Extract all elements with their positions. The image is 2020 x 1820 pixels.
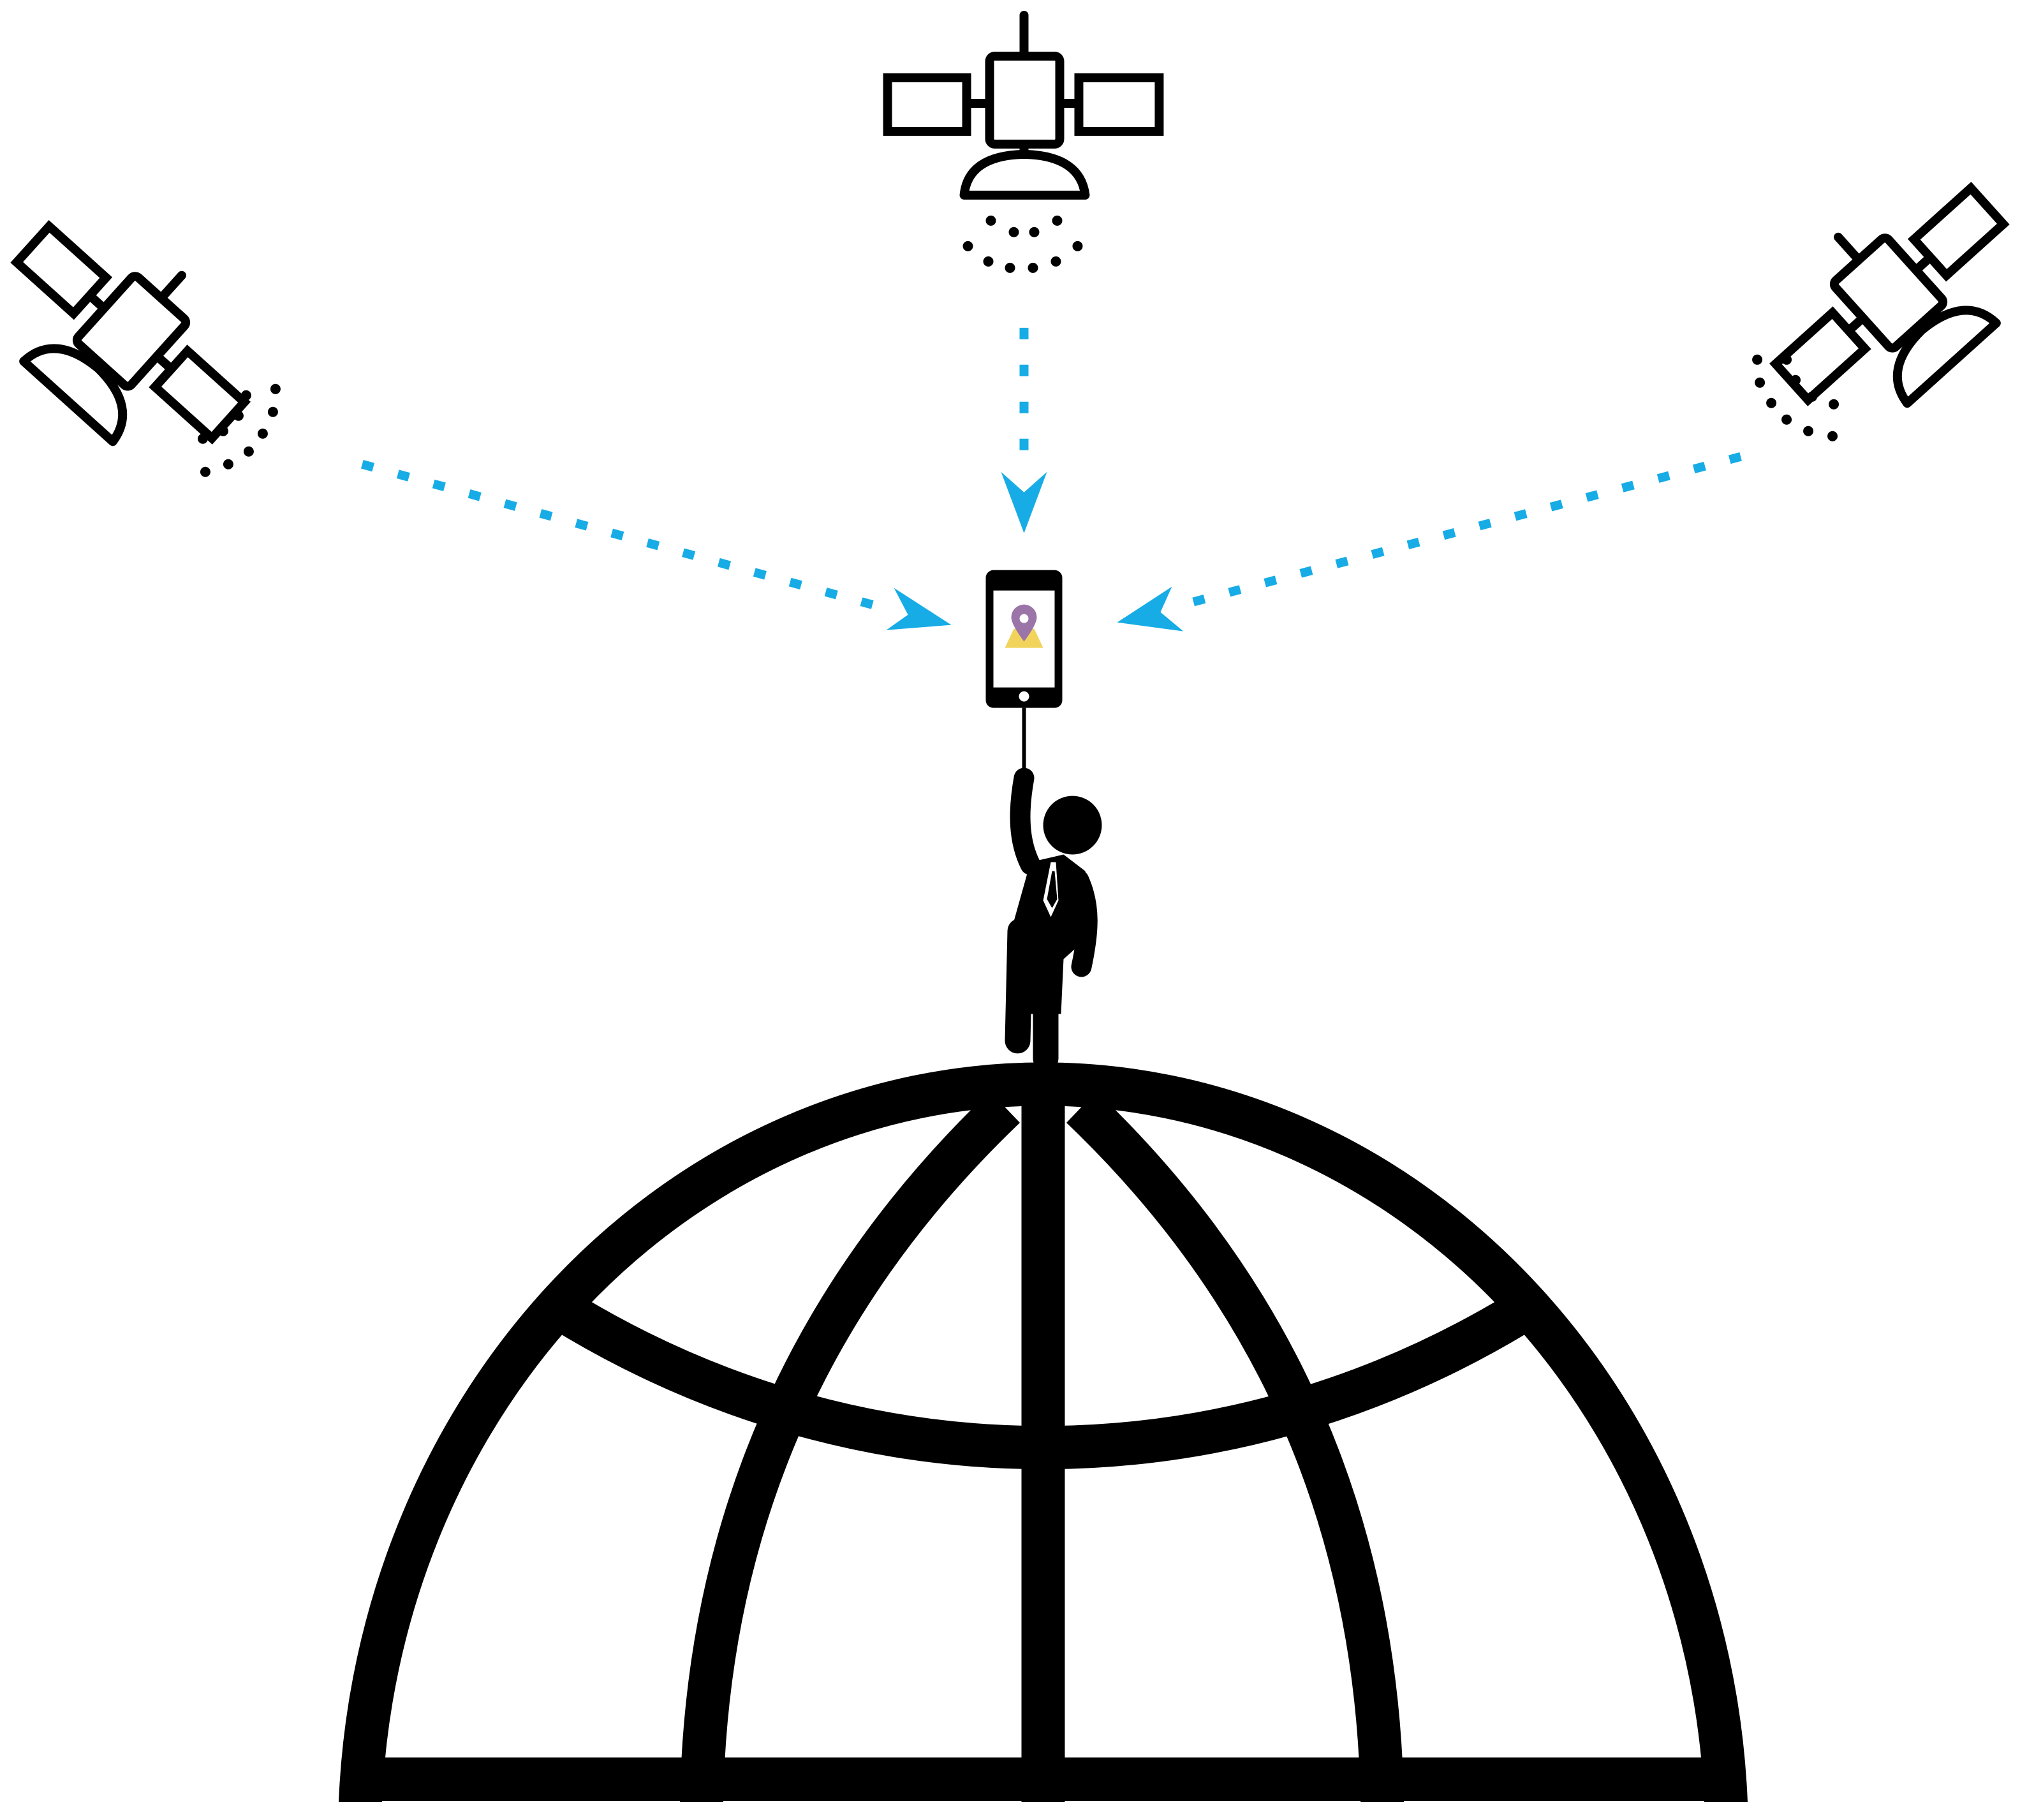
person [1005,707,1102,1072]
satellite-icon [1769,181,2010,408]
signal-right [1117,452,1742,632]
signal-top [1001,327,1047,533]
satellite-left [10,219,281,477]
satellite-top [883,10,1164,273]
signal-emission-dots [197,383,281,477]
signal-left [360,459,952,630]
person-icon [1005,767,1102,1072]
satellite-icon [883,10,1164,200]
globe [339,1062,1748,1803]
globe-icon [339,1062,1748,1803]
smartphone [985,570,1063,708]
signal-emission-dots [962,215,1083,273]
satellite-icon [10,219,251,447]
satellite-right [1752,181,2010,441]
signal-emission-dots [1752,354,1839,441]
map-pin-icon [1005,604,1043,648]
